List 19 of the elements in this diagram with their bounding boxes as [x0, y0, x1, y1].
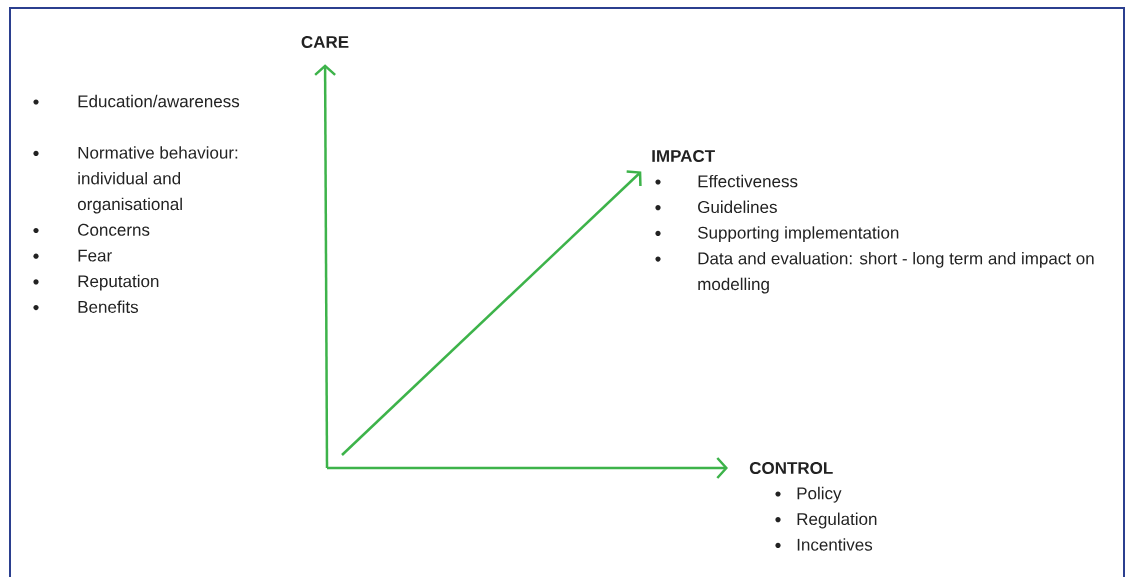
bullet-item: Incentives — [775, 538, 873, 551]
bullet-item: Education/awareness — [33, 94, 240, 108]
bullet-item: Data and evaluation: short - long term and impact on modelling — [655, 251, 1094, 294]
bullet-item: Supporting implementation — [655, 226, 899, 243]
axis-heading: CONTROL — [749, 461, 833, 474]
bullet-item: Normative behaviour: individual and organisational — [33, 146, 238, 214]
axis-arrow — [327, 457, 728, 479]
axis-heading: CARE — [301, 36, 349, 48]
axis-arrow — [314, 64, 336, 468]
bullet-item: Benefits — [33, 300, 138, 313]
bullet-item: Reputation — [33, 274, 159, 291]
axis-heading: IMPACT — [652, 149, 715, 162]
bullet-item: Effectiveness — [655, 174, 798, 188]
bullet-item: Guidelines — [655, 200, 777, 214]
axis-arrow — [341, 170, 642, 456]
bullet-item: Policy — [775, 486, 842, 503]
bullet-item: Fear — [33, 249, 112, 262]
bullet-item: Regulation — [775, 512, 877, 529]
bullet-item: Concerns — [33, 223, 150, 236]
